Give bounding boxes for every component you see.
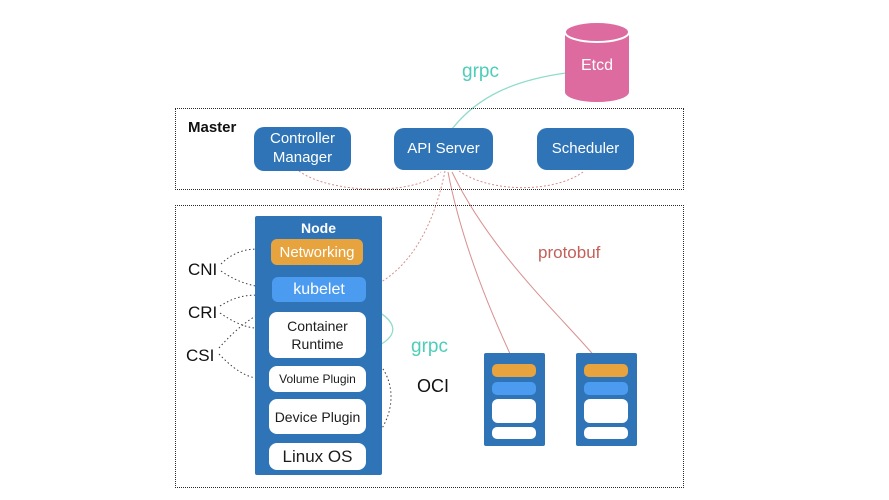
grpc-etcd-line — [451, 72, 567, 130]
networking-label: Networking — [279, 243, 355, 261]
volume-plugin-label: Volume Plugin — [279, 372, 356, 386]
device-plugin-box: Device Plugin — [269, 399, 366, 434]
api-pod2-line — [451, 171, 597, 359]
pod2-base-bar — [584, 427, 628, 439]
api-server-label: API Server — [407, 139, 480, 157]
pod2-kubelet-bar — [584, 382, 628, 395]
database-cylinder-icon — [564, 21, 630, 102]
kubelet-label: kubelet — [293, 280, 345, 298]
cri-label: CRI — [188, 303, 218, 322]
pod1-base-bar — [492, 427, 536, 439]
grpc-etcd-label: grpc — [462, 61, 499, 82]
container-runtime-box: Container Runtime — [269, 312, 366, 358]
cni-networking-line — [220, 248, 273, 265]
api-server-box: API Server — [394, 128, 493, 170]
cni-kubelet-line — [220, 270, 273, 289]
pod2-networking-bar — [584, 364, 628, 377]
controller-manager-label: Controller Manager — [269, 130, 336, 166]
volume-plugin-box: Volume Plugin — [269, 366, 366, 392]
node-section — [175, 205, 684, 488]
protobuf-label: protobuf — [538, 243, 601, 262]
etcd-label: Etcd — [580, 57, 613, 74]
networking-box: Networking — [271, 239, 363, 265]
pod1-networking-bar — [492, 364, 536, 377]
node-container: Node Networking kubelet Container Runtim… — [255, 216, 382, 475]
api-kubelet-line — [369, 170, 446, 289]
etcd-database: Etcd — [564, 21, 630, 104]
cni-label: CNI — [188, 260, 218, 279]
scheduler-box: Scheduler — [537, 128, 634, 170]
linux-os-label: Linux OS — [282, 446, 353, 466]
pod-1 — [484, 353, 545, 446]
cri-kubelet-line — [219, 294, 278, 307]
master-section — [175, 108, 684, 190]
node-label: Node — [301, 220, 336, 236]
api-pod1-line — [447, 171, 513, 359]
oci-label: OCI — [417, 376, 450, 396]
container-runtime-label: Container Runtime — [287, 317, 348, 352]
controller-manager-box: Controller Manager — [254, 127, 351, 171]
grpc-node-label: grpc — [411, 336, 448, 357]
csi-label: CSI — [186, 346, 215, 365]
pod1-kubelet-bar — [492, 382, 536, 395]
scheduler-label: Scheduler — [551, 139, 620, 157]
pod2-container-bar — [584, 399, 628, 423]
kubelet-box: kubelet — [272, 277, 366, 302]
pod-2 — [576, 353, 637, 446]
linux-os-box: Linux OS — [269, 443, 366, 470]
pod1-container-bar — [492, 399, 536, 423]
device-plugin-label: Device Plugin — [274, 408, 361, 425]
master-label: Master — [188, 119, 237, 136]
api-scheduler-line — [458, 170, 584, 189]
